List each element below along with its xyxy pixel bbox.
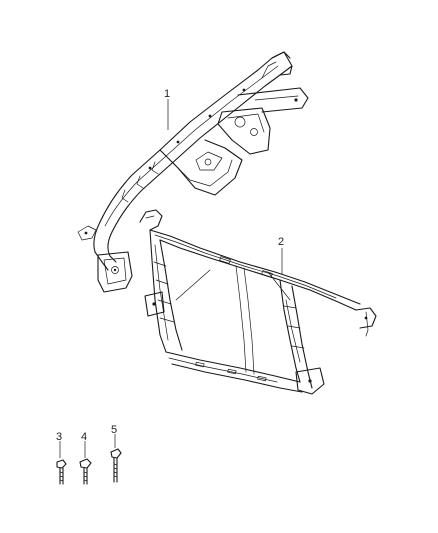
upper-crossmember-part-1[interactable] [77,51,309,293]
bolt-part-4[interactable] [79,458,92,485]
bolt-part-5[interactable] [110,448,122,483]
callout-3: 3 [56,431,62,443]
callout-1: 1 [164,88,170,100]
callout-2: 2 [278,236,284,248]
radiator-support-frame-part-2[interactable] [139,209,377,395]
bolt-part-3[interactable] [56,459,67,485]
callout-5: 5 [111,424,117,436]
callout-4: 4 [81,431,87,443]
